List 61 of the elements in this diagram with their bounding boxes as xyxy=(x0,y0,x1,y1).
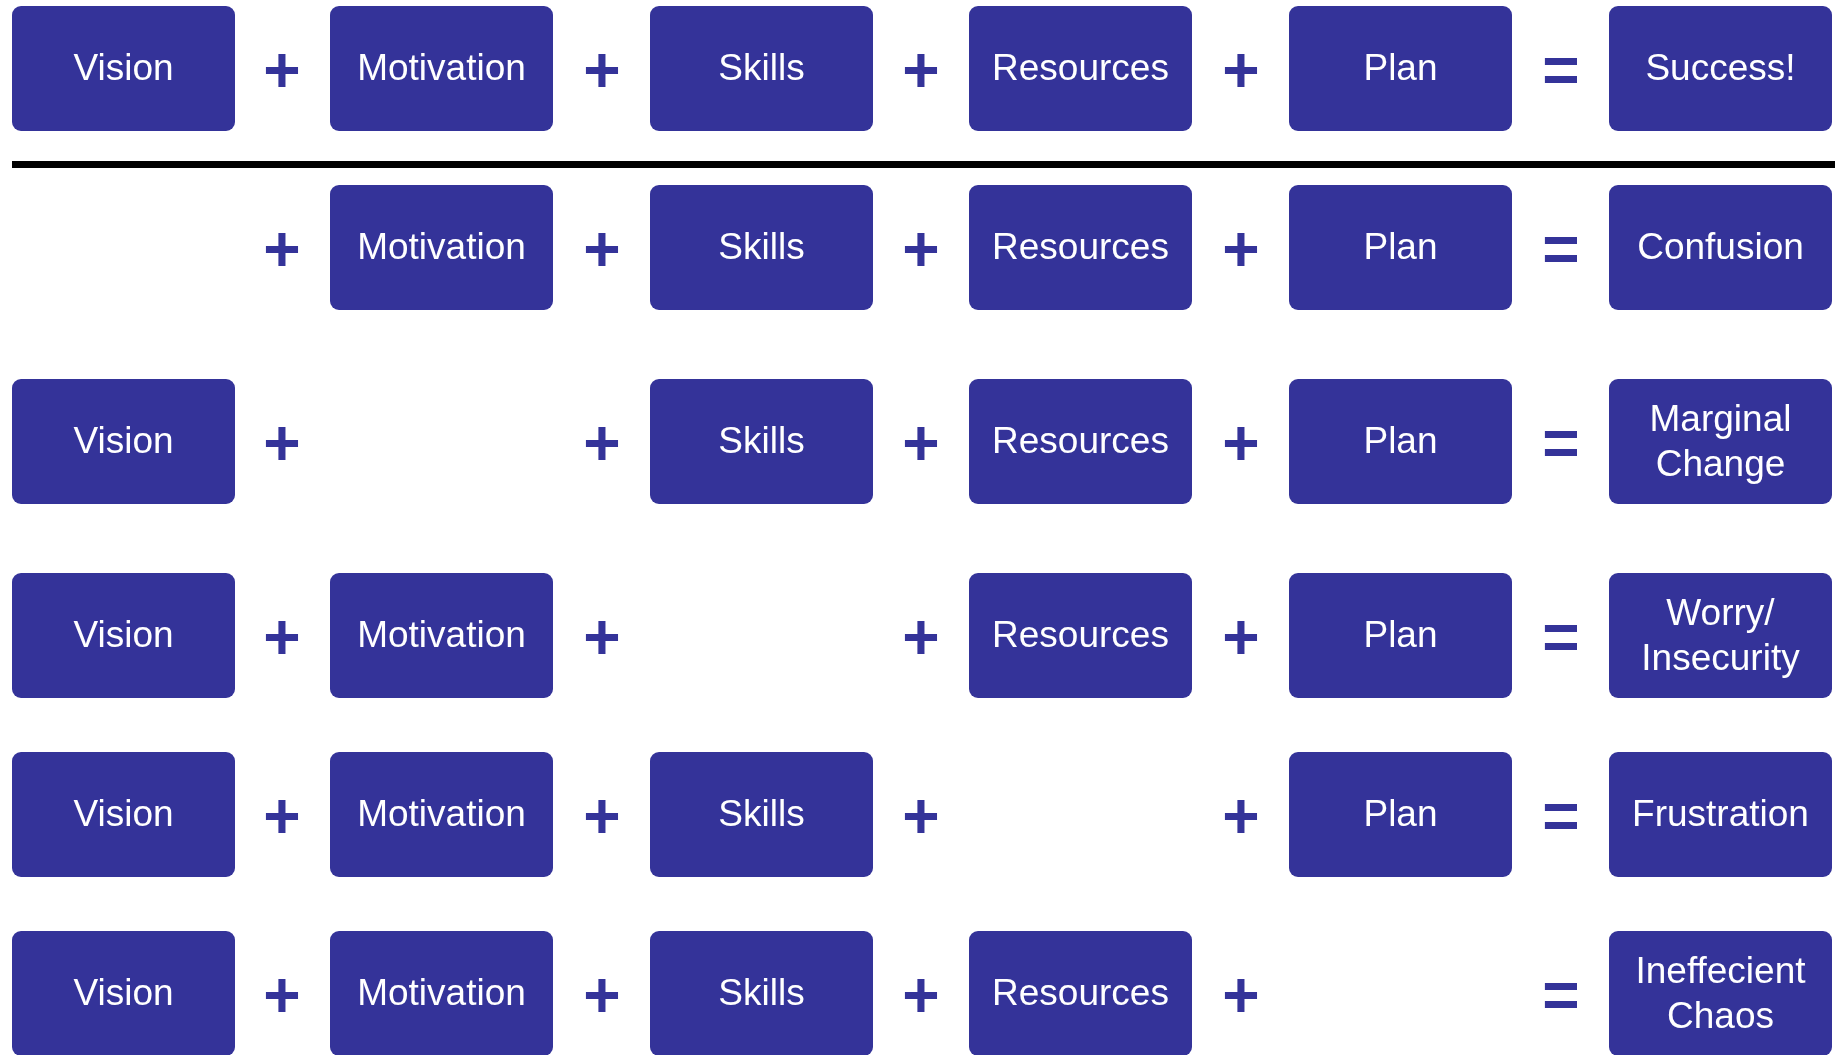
equals-sign: = xyxy=(1542,217,1580,281)
equals-sign: = xyxy=(1542,411,1580,475)
term-box: Motivation xyxy=(330,6,553,131)
term-box: Plan xyxy=(1289,573,1512,698)
term-box: Plan xyxy=(1289,379,1512,504)
plus-sign: + xyxy=(263,411,301,475)
plus-sign: + xyxy=(1222,411,1260,475)
plus-sign: + xyxy=(583,217,621,281)
term-box: Skills xyxy=(650,6,873,131)
term-box: Resources xyxy=(969,185,1192,310)
equals-sign: = xyxy=(1542,38,1580,102)
term-box: Resources xyxy=(969,931,1192,1055)
term-box: Skills xyxy=(650,931,873,1055)
equals-sign: = xyxy=(1542,784,1580,848)
plus-sign: + xyxy=(583,411,621,475)
plus-sign: + xyxy=(1222,217,1260,281)
plus-sign: + xyxy=(263,38,301,102)
plus-sign: + xyxy=(1222,605,1260,669)
plus-sign: + xyxy=(263,963,301,1027)
term-box: Skills xyxy=(650,752,873,877)
plus-sign: + xyxy=(902,411,940,475)
term-box: Worry/ Insecurity xyxy=(1609,573,1832,698)
term-box: Plan xyxy=(1289,6,1512,131)
plus-sign: + xyxy=(263,784,301,848)
plus-sign: + xyxy=(902,217,940,281)
equals-sign: = xyxy=(1542,963,1580,1027)
plus-sign: + xyxy=(263,217,301,281)
plus-sign: + xyxy=(902,784,940,848)
term-box: Vision xyxy=(12,6,235,131)
plus-sign: + xyxy=(902,963,940,1027)
term-box: Motivation xyxy=(330,573,553,698)
term-box: Vision xyxy=(12,752,235,877)
term-box: Vision xyxy=(12,379,235,504)
plus-sign: + xyxy=(902,605,940,669)
term-box: Resources xyxy=(969,573,1192,698)
plus-sign: + xyxy=(583,38,621,102)
term-box: Confusion xyxy=(1609,185,1832,310)
term-box: Motivation xyxy=(330,752,553,877)
term-box: Motivation xyxy=(330,931,553,1055)
term-box: Frustration xyxy=(1609,752,1832,877)
term-box: Vision xyxy=(12,931,235,1055)
term-box: Resources xyxy=(969,379,1192,504)
plus-sign: + xyxy=(583,784,621,848)
term-box: Motivation xyxy=(330,185,553,310)
term-box: Skills xyxy=(650,379,873,504)
term-box: Skills xyxy=(650,185,873,310)
term-box: Success! xyxy=(1609,6,1832,131)
term-box: Plan xyxy=(1289,752,1512,877)
equals-sign: = xyxy=(1542,605,1580,669)
plus-sign: + xyxy=(583,963,621,1027)
plus-sign: + xyxy=(902,38,940,102)
term-box: Resources xyxy=(969,6,1192,131)
plus-sign: + xyxy=(1222,38,1260,102)
term-box: Plan xyxy=(1289,185,1512,310)
plus-sign: + xyxy=(1222,784,1260,848)
term-box: Marginal Change xyxy=(1609,379,1832,504)
term-box: Vision xyxy=(12,573,235,698)
plus-sign: + xyxy=(583,605,621,669)
plus-sign: + xyxy=(263,605,301,669)
term-box: Ineffecient Chaos xyxy=(1609,931,1832,1055)
plus-sign: + xyxy=(1222,963,1260,1027)
